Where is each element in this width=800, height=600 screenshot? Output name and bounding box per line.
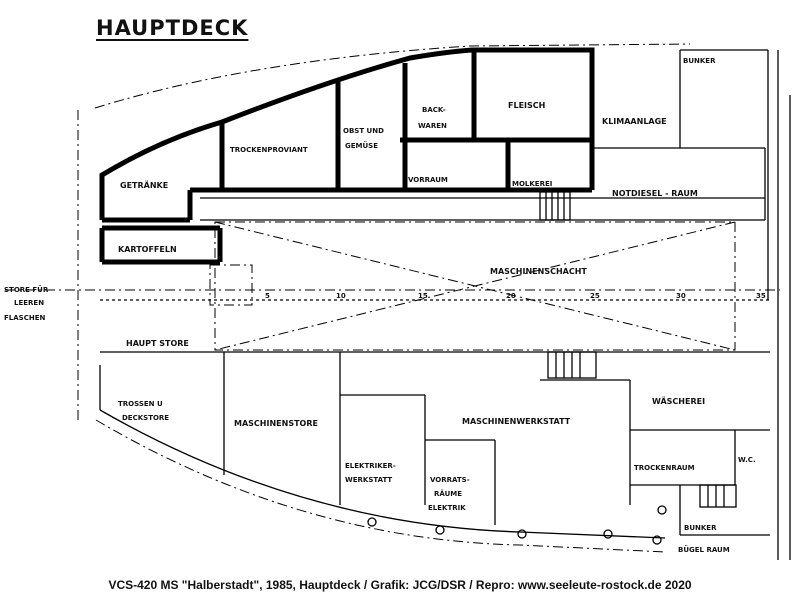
label-vorrats-2: RÄUME bbox=[434, 489, 462, 498]
hull-outline-bottom bbox=[99, 409, 666, 539]
upper-bulkhead bbox=[99, 47, 595, 220]
label-hundegat: BUNKER bbox=[683, 57, 716, 65]
label-haupt-store: HAUPT STORE bbox=[126, 339, 189, 348]
label-waescherei: WÄSCHEREI bbox=[652, 396, 705, 406]
portholes bbox=[367, 505, 667, 545]
frame-10: 10 bbox=[336, 292, 346, 300]
plan-title: HAUPTDECK bbox=[96, 16, 249, 40]
frame-20: 20 bbox=[506, 292, 516, 300]
label-kartoffeln: KARTOFFELN bbox=[118, 245, 177, 254]
label-trockenraum: TROCKENRAUM bbox=[634, 464, 695, 472]
label-notdiesel: NOTDIESEL - RAUM bbox=[612, 189, 698, 198]
label-molkerei: MOLKEREI bbox=[512, 180, 552, 188]
label-trossen-2: DECKSTORE bbox=[122, 414, 169, 422]
label-maschinenschacht: MASCHINENSCHACHT bbox=[490, 267, 587, 276]
label-trossen-1: TROSSEN U bbox=[118, 400, 163, 408]
label-vorrats-3: ELEKTRIK bbox=[428, 504, 466, 512]
stair-bottom-right bbox=[699, 484, 737, 508]
label-getraenke: GETRÄNKE bbox=[120, 180, 168, 190]
hatch bbox=[209, 264, 253, 306]
label-bunker: BUNKER bbox=[684, 524, 717, 532]
frame-25: 25 bbox=[590, 292, 600, 300]
label-backwaren-2: WAREN bbox=[418, 122, 447, 130]
frame-5: 5 bbox=[265, 292, 270, 300]
label-vorrats-1: VORRATS- bbox=[430, 476, 470, 484]
label-elektriker-2: WERKSTATT bbox=[345, 476, 392, 484]
label-fleisch: FLEISCH bbox=[508, 101, 545, 110]
label-wc: W.C. bbox=[738, 456, 756, 464]
label-trockenproviant: TROCKENPROVIANT bbox=[230, 146, 308, 154]
label-store-fuer: STORE FÜR bbox=[4, 285, 49, 294]
label-flaschen: FLASCHEN bbox=[4, 314, 45, 322]
label-backwaren-1: BACK- bbox=[422, 106, 446, 114]
frame-15: 15 bbox=[418, 292, 428, 300]
label-buegelraum: BÜGEL RAUM bbox=[678, 545, 730, 554]
label-elektriker-1: ELEKTRIKER- bbox=[345, 462, 396, 470]
figure-caption: VCS-420 MS "Halberstadt", 1985, Hauptdec… bbox=[108, 578, 692, 592]
label-obst-1: OBST UND bbox=[343, 127, 384, 135]
engine-shaft-area bbox=[214, 221, 736, 351]
frame-35: 35 bbox=[756, 292, 766, 300]
stair-bottom-center bbox=[547, 351, 597, 379]
stair-top-right bbox=[539, 191, 571, 221]
hull-outline-top bbox=[94, 43, 691, 109]
frame-30: 30 bbox=[676, 292, 686, 300]
label-vorraum: VORRAUM bbox=[408, 176, 448, 184]
label-obst-2: GEMÜSE bbox=[345, 141, 378, 150]
hull-outline-bottom-dash bbox=[95, 419, 666, 553]
label-klimaanlage: KLIMAANLAGE bbox=[602, 117, 667, 126]
label-maschinenwerkstatt: MASCHINENWERKSTATT bbox=[462, 417, 571, 426]
label-leeren: LEEREN bbox=[14, 299, 44, 307]
label-maschinenstore: MASCHINENSTORE bbox=[234, 419, 318, 428]
